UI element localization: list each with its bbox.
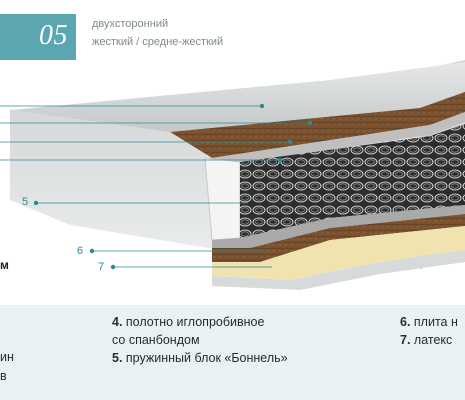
upper-felt-layer	[212, 112, 465, 166]
legend-item-6-text: плита н	[410, 315, 458, 329]
legend-item-5-num: 5.	[112, 351, 123, 365]
mattress-illustration	[0, 60, 465, 290]
callout-label-7: 7	[98, 261, 105, 273]
left-fragment-v: в	[0, 369, 7, 383]
mattress-front-left	[10, 110, 220, 250]
left-fragment-m: м	[0, 258, 9, 272]
legend-item-4: 4. полотно иглопробивное	[112, 313, 264, 331]
legend-item-7-text: латекс	[410, 333, 453, 347]
lower-felt-layer	[212, 205, 465, 248]
subtitle-sides: двухсторонний	[92, 18, 169, 30]
legend-item-4-num: 4.	[112, 315, 123, 329]
legend-item-5-text: пружинный блок «Боннель»	[122, 351, 288, 365]
callout-label-5: 5	[22, 196, 29, 208]
callout-label-6: 6	[77, 245, 84, 257]
bonnel-spring-block	[240, 124, 465, 238]
legend-item-6: 6. плита н	[400, 313, 458, 331]
legend-item-5: 5. пружинный блок «Боннель»	[112, 349, 288, 367]
subtitle-firmness: жесткий / средне-жесткий	[92, 36, 224, 48]
legend-item-4-text: полотно иглопробивное	[122, 315, 265, 329]
model-number: 05	[39, 20, 68, 51]
legend-item-4-line2: со спанбондом	[112, 333, 200, 347]
left-fragment-in: ин	[0, 350, 14, 364]
latex-layer	[212, 226, 465, 280]
legend-item-7-num: 7.	[400, 333, 411, 347]
legend-panel: ин в 4. полотно иглопробивное со спанбон…	[0, 305, 465, 400]
callout-lines	[0, 103, 313, 270]
mattress-top-cover	[10, 62, 465, 132]
bottom-cover	[212, 250, 465, 290]
legend-item-7: 7. латекс	[400, 331, 452, 349]
lower-coir-layer	[212, 214, 465, 262]
model-title-box: 05	[0, 14, 76, 60]
upper-coir-layer	[170, 92, 465, 158]
legend-item-6-num: 6.	[400, 315, 411, 329]
